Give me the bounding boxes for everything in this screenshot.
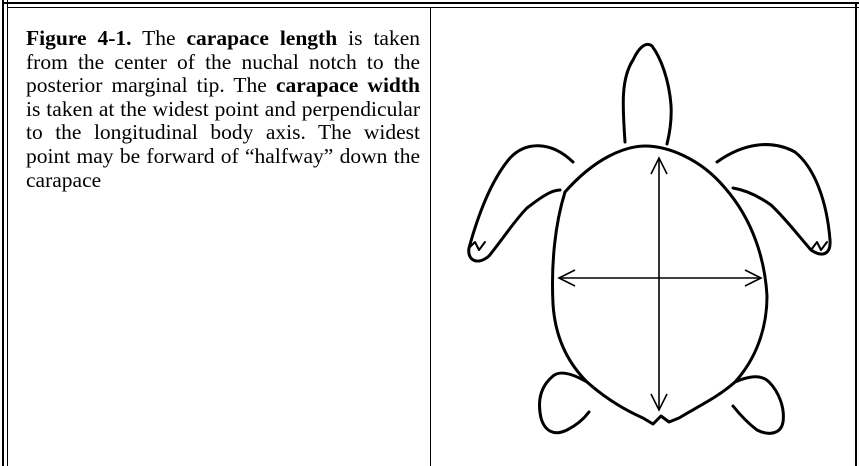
turtle-outline-diagram — [455, 30, 835, 450]
figure-label: Figure 4-1. — [26, 26, 132, 50]
table-border-left-inner — [7, 0, 8, 466]
caption-text-1: The — [132, 26, 187, 50]
figure-caption: Figure 4-1. The carapace length is taken… — [26, 27, 420, 192]
table-border-right — [855, 2, 857, 466]
turtle-head — [623, 44, 671, 144]
table-border-top-outer — [2, 2, 859, 4]
term-carapace-width: carapace width — [276, 73, 420, 97]
table-border-top-inner — [7, 7, 859, 8]
caption-text-3: is taken at the widest point and perpend… — [26, 97, 420, 192]
turtle-right-rear-flipper — [733, 377, 783, 434]
table-column-divider — [430, 7, 431, 466]
table-border-left-outer — [2, 0, 4, 466]
turtle-left-rear-flipper — [540, 373, 590, 433]
term-carapace-length: carapace length — [186, 26, 337, 50]
